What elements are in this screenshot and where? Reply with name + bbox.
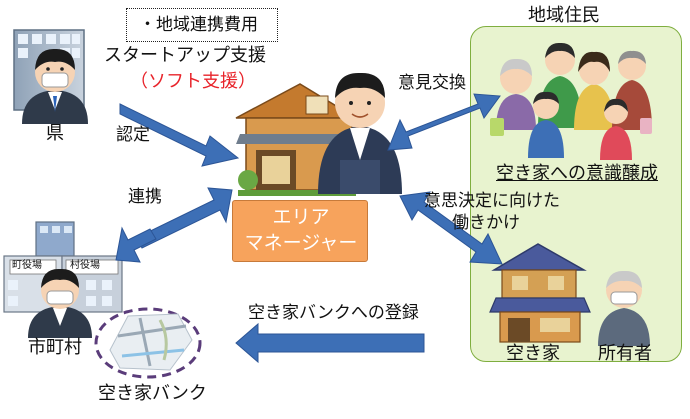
vacant-house-icon xyxy=(489,243,591,343)
decision-label-line1: 意思決定に向けた xyxy=(424,191,560,211)
arrow-opinion-exchange-double xyxy=(387,93,501,151)
arrow-cooperation-double xyxy=(115,187,233,263)
area-manager-box: エリア マネージャー xyxy=(232,200,368,262)
soft-support-label: （ソフト支援） xyxy=(130,71,256,92)
municipality-label: 市町村 xyxy=(28,337,82,358)
local-residents-group-icon xyxy=(490,42,652,160)
village-hall-sign: 村役場 xyxy=(70,260,100,271)
arrow-prefecture-to-manager xyxy=(119,103,240,167)
akiya-bank-map-icon xyxy=(94,307,202,379)
arrow-bank-registration xyxy=(235,322,425,364)
regional-cooperation-cost-box: ・地域連携費用 xyxy=(126,8,278,42)
area-manager-line1: エリア xyxy=(272,206,330,228)
area-manager-line2: マネージャー xyxy=(244,232,358,254)
municipality-buildings-icon xyxy=(3,221,123,313)
prefecture-officer-icon xyxy=(22,48,88,124)
certification-label: 認定 xyxy=(116,125,150,145)
cost-box-label: ・地域連携費用 xyxy=(139,15,258,35)
prefecture-label: 県 xyxy=(46,123,64,144)
bank-registration-label: 空き家バンクへの登録 xyxy=(248,303,419,323)
area-manager-person-icon xyxy=(318,72,402,194)
municipality-officer-icon xyxy=(28,268,92,338)
owner-person-icon xyxy=(598,270,650,346)
decision-label-line2: 働きかけ xyxy=(452,213,520,233)
awareness-label: 空き家への意識醸成 xyxy=(496,163,658,184)
cooperation-label: 連携 xyxy=(128,187,162,207)
town-hall-sign: 町役場 xyxy=(12,260,42,271)
opinion-exchange-label: 意見交換 xyxy=(398,73,466,93)
owner-label: 所有者 xyxy=(598,343,652,364)
akiya-bank-label: 空き家バンク xyxy=(98,383,207,404)
vacant-house-label: 空き家 xyxy=(506,343,560,364)
arrow-decision-double xyxy=(399,191,503,265)
local-residents-title: 地域住民 xyxy=(528,5,600,26)
startup-support-label: スタートアップ支援 xyxy=(104,45,266,66)
